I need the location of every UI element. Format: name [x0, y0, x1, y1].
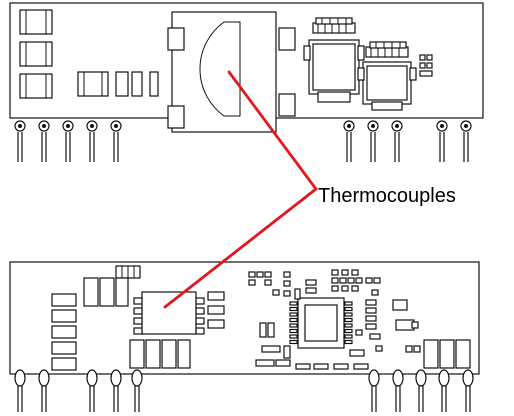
- upper-pin: [460, 120, 472, 162]
- lower-right-components: [392, 299, 471, 369]
- upper-transformer-2: [357, 41, 417, 111]
- upper-pin: [367, 120, 379, 162]
- upper-pins: [14, 120, 472, 162]
- upper-pin: [14, 120, 26, 162]
- lower-pin: [368, 369, 380, 412]
- upper-pin: [110, 120, 122, 162]
- lower-module: [9, 261, 480, 412]
- lower-smd-parts: [248, 269, 421, 370]
- lower-controller: [289, 297, 353, 349]
- thermocouple-line-lower: [163, 187, 318, 309]
- upper-module: [9, 2, 484, 162]
- lower-left-components: [51, 265, 191, 371]
- lower-pin: [131, 369, 143, 412]
- lower-pin: [392, 369, 404, 412]
- lower-pins: [14, 369, 474, 412]
- upper-round-component: [167, 11, 296, 133]
- upper-pin: [436, 120, 448, 162]
- lower-pin: [86, 369, 98, 412]
- lower-pin: [462, 369, 474, 412]
- lower-pin: [38, 369, 50, 412]
- upper-pin: [343, 120, 355, 162]
- upper-pin: [38, 120, 50, 162]
- upper-small-components: [77, 71, 159, 97]
- lower-pcb-board: [9, 261, 480, 375]
- upper-pin: [391, 120, 403, 162]
- thermocouple-line-upper: [227, 70, 318, 191]
- lower-pin: [110, 369, 122, 412]
- upper-tiny-parts: [419, 54, 433, 77]
- lower-ic-chip: [133, 291, 225, 335]
- upper-left-inductor-stack: [19, 9, 53, 99]
- lower-pin: [14, 369, 26, 412]
- upper-transformer-1: [303, 17, 365, 103]
- lower-pin: [415, 369, 427, 412]
- upper-pin: [86, 120, 98, 162]
- upper-pin: [62, 120, 74, 162]
- thermocouple-callout: Thermocouples: [163, 70, 456, 309]
- lower-pin: [438, 369, 450, 412]
- thermocouples-label: Thermocouples: [318, 185, 456, 207]
